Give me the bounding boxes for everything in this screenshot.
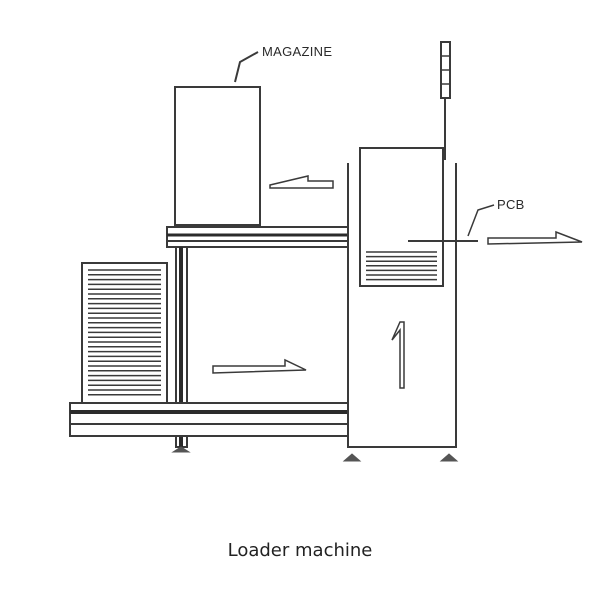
upper-rail xyxy=(166,226,354,248)
arrow-right-lower xyxy=(212,358,307,374)
pcb-leader-line xyxy=(467,204,495,237)
magazine-label: MAGAZINE xyxy=(262,44,332,59)
lower-conveyor xyxy=(69,402,353,437)
arrow-right-pcb xyxy=(487,230,583,245)
arrow-left-upper xyxy=(269,175,334,189)
magazine-leader-line xyxy=(234,51,259,83)
magazine-box xyxy=(174,86,261,226)
pcb-label: PCB xyxy=(497,197,525,212)
left-magazine-stack xyxy=(81,262,168,404)
figure-caption: Loader machine xyxy=(227,540,373,561)
machine-feet xyxy=(171,446,459,462)
machine-cabinet xyxy=(347,41,457,448)
lift-indicator-icon xyxy=(391,321,405,389)
